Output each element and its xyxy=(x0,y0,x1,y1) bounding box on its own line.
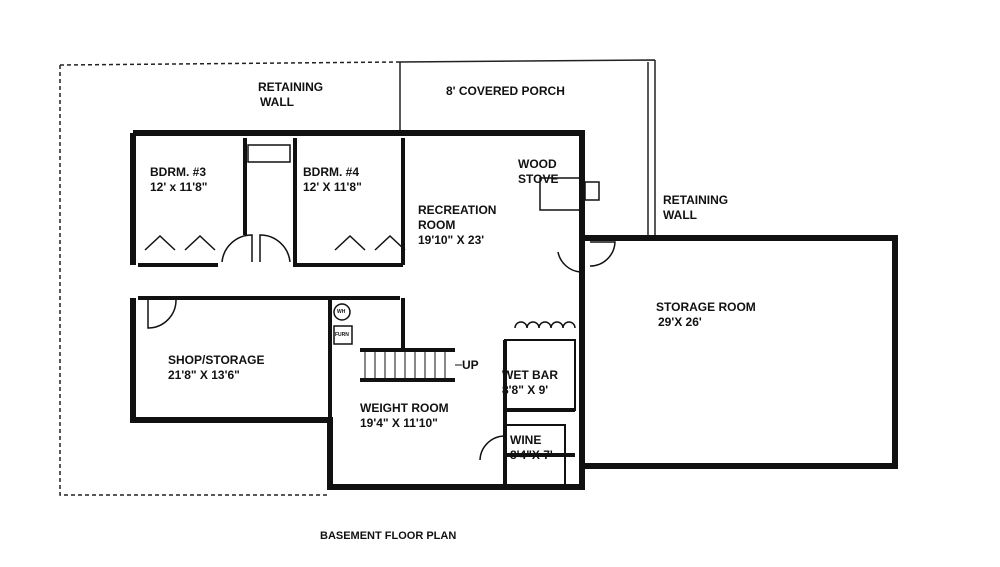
interior-walls xyxy=(138,138,576,487)
exterior-walls xyxy=(130,130,898,490)
stairs-up-label: UP xyxy=(462,358,479,372)
retaining-wall-left xyxy=(59,61,401,496)
wood-stove-icon xyxy=(539,177,581,211)
water-heater-label: WH xyxy=(337,309,346,315)
covered-porch-label: 8' COVERED PORCH xyxy=(446,84,565,98)
covered-porch xyxy=(399,59,656,236)
doors xyxy=(144,144,616,461)
furnace-icon xyxy=(333,325,353,345)
stairs xyxy=(364,352,462,378)
retaining-walls xyxy=(59,61,401,496)
storage-room-walls xyxy=(579,235,898,469)
plan-title: BASEMENT FLOOR PLAN xyxy=(320,530,457,542)
water-heater-icon xyxy=(333,303,351,321)
furnace-label: FURN xyxy=(335,332,349,338)
